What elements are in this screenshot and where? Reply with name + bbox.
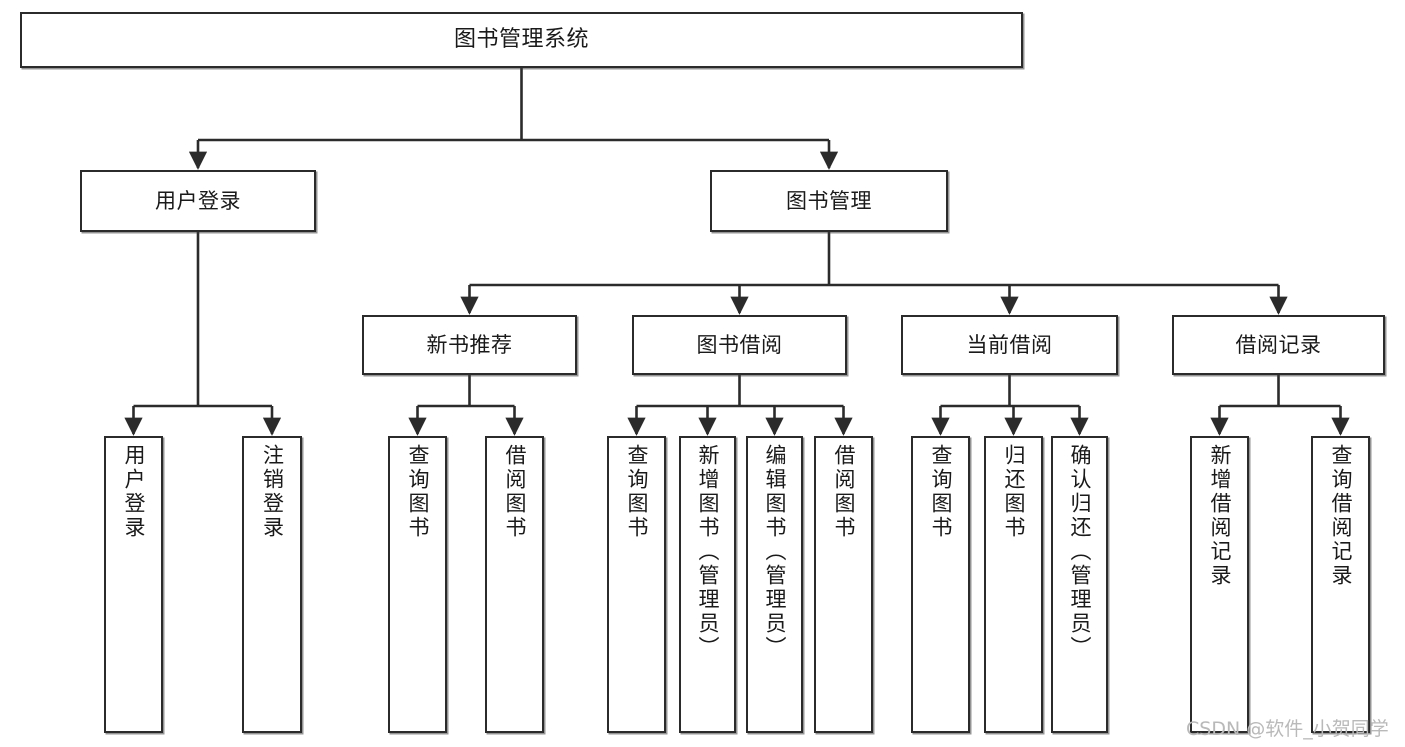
- node-current[interactable]: 当前借阅: [901, 315, 1118, 375]
- node-label: 新增图书（管理员）: [696, 444, 720, 660]
- node-leaf-add-record[interactable]: 新增借阅记录: [1190, 436, 1249, 733]
- node-bookmgmt[interactable]: 图书管理: [710, 170, 948, 232]
- node-leaf-user-logout[interactable]: 注销登录: [242, 436, 302, 733]
- watermark-text: CSDN @软件_小贺同学: [1186, 718, 1389, 740]
- node-leaf-confirm-return[interactable]: 确认归还（管理员）: [1051, 436, 1108, 733]
- node-label: 用户登录: [155, 188, 241, 213]
- node-leaf-query-record[interactable]: 查询借阅记录: [1311, 436, 1370, 733]
- node-label: 新书推荐: [426, 332, 513, 357]
- node-label: 注销登录: [260, 444, 285, 540]
- node-label: 新增借阅记录: [1208, 444, 1232, 588]
- node-label: 图书管理系统: [453, 27, 589, 53]
- node-leaf-query-book-3[interactable]: 查询图书: [911, 436, 970, 733]
- node-label: 查询图书: [929, 444, 953, 540]
- node-leaf-user-login[interactable]: 用户登录: [104, 436, 163, 733]
- node-leaf-add-book[interactable]: 新增图书（管理员）: [679, 436, 736, 733]
- node-leaf-return-book[interactable]: 归还图书: [984, 436, 1043, 733]
- node-newbook[interactable]: 新书推荐: [362, 315, 577, 375]
- node-label: 图书管理: [786, 188, 872, 213]
- node-leaf-edit-book[interactable]: 编辑图书（管理员）: [746, 436, 803, 733]
- node-label: 查询借阅记录: [1329, 444, 1353, 588]
- node-label: 借阅图书: [503, 444, 527, 540]
- node-label: 查询图书: [625, 444, 649, 540]
- node-label: 归还图书: [1002, 444, 1026, 540]
- node-label: 确认归还（管理员）: [1068, 444, 1092, 660]
- node-records[interactable]: 借阅记录: [1172, 315, 1385, 375]
- node-label: 用户登录: [122, 444, 146, 540]
- node-label: 借阅图书: [832, 444, 856, 540]
- node-login[interactable]: 用户登录: [80, 170, 316, 232]
- node-label: 编辑图书（管理员）: [763, 444, 787, 660]
- node-borrow[interactable]: 图书借阅: [632, 315, 847, 375]
- node-leaf-borrow-book-2[interactable]: 借阅图书: [814, 436, 873, 733]
- node-label: 查询图书: [406, 444, 430, 540]
- node-leaf-query-book-1[interactable]: 查询图书: [388, 436, 447, 733]
- node-label: 当前借阅: [966, 332, 1053, 357]
- node-label: 图书借阅: [696, 332, 783, 357]
- node-label: 借阅记录: [1235, 332, 1322, 357]
- node-leaf-borrow-book-1[interactable]: 借阅图书: [485, 436, 544, 733]
- node-root[interactable]: 图书管理系统: [20, 12, 1023, 68]
- node-leaf-query-book-2[interactable]: 查询图书: [607, 436, 666, 733]
